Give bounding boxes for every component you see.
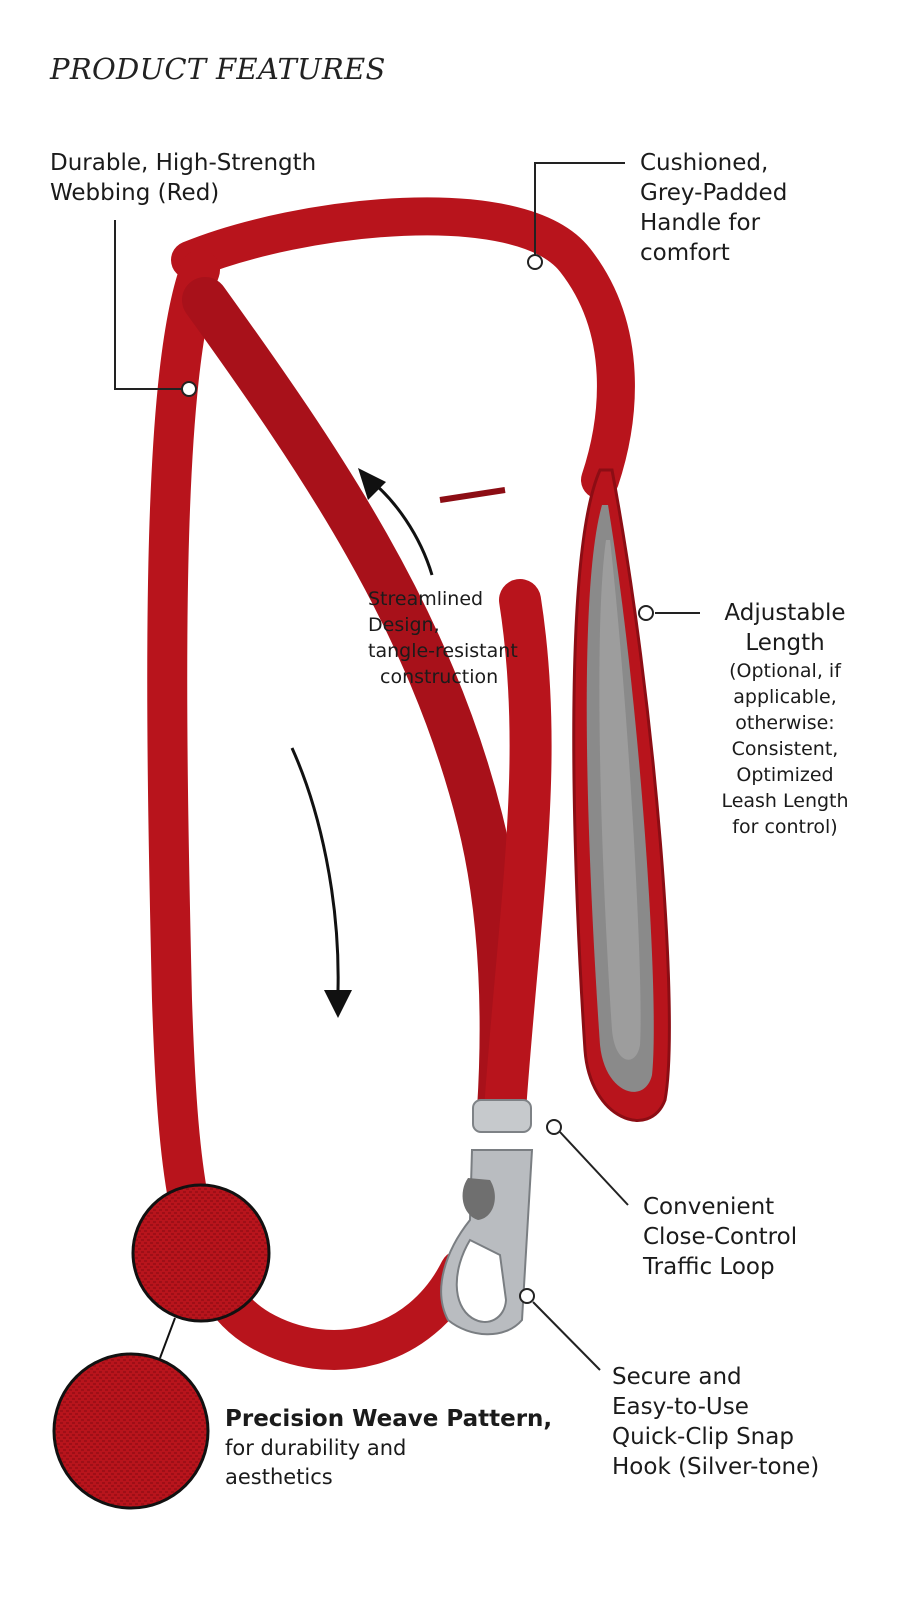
- callout-line: Webbing (Red): [50, 180, 220, 206]
- leash-strap-right: [171, 197, 635, 499]
- snap-hook: [440, 1099, 534, 1336]
- callout-note-line: for control): [732, 816, 838, 838]
- callout-note-line: otherwise:: [735, 712, 835, 734]
- callout-traffic-loop: Convenient Close-Control Traffic Loop: [643, 1192, 797, 1282]
- callout-note-line: Optimized: [736, 764, 834, 786]
- callout-line: Cushioned,: [640, 150, 769, 176]
- callout-line: Quick-Clip Snap: [612, 1424, 794, 1450]
- leash-strap-center: [484, 579, 552, 1131]
- callout-line: Durable, High-Strength: [50, 150, 317, 176]
- callout-line: Secure and: [612, 1364, 742, 1390]
- callout-webbing: Durable, High-Strength Webbing (Red): [50, 148, 316, 208]
- weave-zoom-large: [52, 1352, 210, 1510]
- callout-note-line: Leash Length: [721, 790, 849, 812]
- callout-line: Handle for: [640, 210, 761, 236]
- callout-line: Grey-Padded: [640, 180, 788, 206]
- callout-line: Traffic Loop: [643, 1254, 775, 1280]
- leash-strap-diagonal: [182, 277, 526, 1133]
- callout-heading: Precision Weave Pattern,: [225, 1405, 552, 1434]
- callout-note-line: applicable,: [733, 686, 837, 708]
- callout-line: Close-Control: [643, 1224, 798, 1250]
- callout-note-line: Consistent,: [731, 738, 839, 760]
- callout-line: aesthetics: [225, 1465, 333, 1489]
- callout-line: Streamlined: [368, 588, 484, 610]
- leash-strap-left: [147, 250, 480, 1370]
- callout-line: construction: [380, 666, 499, 688]
- callout-line: tangle-resistant: [368, 640, 518, 662]
- leader-lines: [114, 162, 700, 1371]
- callout-line: Hook (Silver-tone): [612, 1454, 820, 1480]
- callout-snap-hook: Secure and Easy-to-Use Quick-Clip Snap H…: [612, 1362, 819, 1482]
- callout-length: Adjustable Length (Optional, if applicab…: [680, 598, 890, 840]
- arrow-down-icon: [290, 747, 340, 991]
- callout-line: Easy-to-Use: [612, 1394, 749, 1420]
- callout-note-line: (Optional, if: [729, 660, 841, 682]
- callout-design: Streamlined Design, tangle-resistant con…: [368, 586, 518, 690]
- callout-title-line: Length: [745, 630, 825, 656]
- callout-title-line: Adjustable: [724, 600, 846, 626]
- padded-handle: [572, 468, 671, 1122]
- callout-line: comfort: [640, 240, 730, 266]
- weave-zoom-small: [131, 1183, 271, 1323]
- callout-weave: Precision Weave Pattern, for durability …: [225, 1405, 552, 1492]
- callout-line: Design,: [368, 614, 440, 636]
- callout-heading-text: Precision Weave Pattern,: [225, 1406, 553, 1432]
- page-title: PRODUCT FEATURES: [50, 52, 386, 86]
- callout-handle: Cushioned, Grey-Padded Handle for comfor…: [640, 148, 787, 268]
- callout-line: for durability and: [225, 1436, 407, 1460]
- callout-line: Convenient: [643, 1194, 775, 1220]
